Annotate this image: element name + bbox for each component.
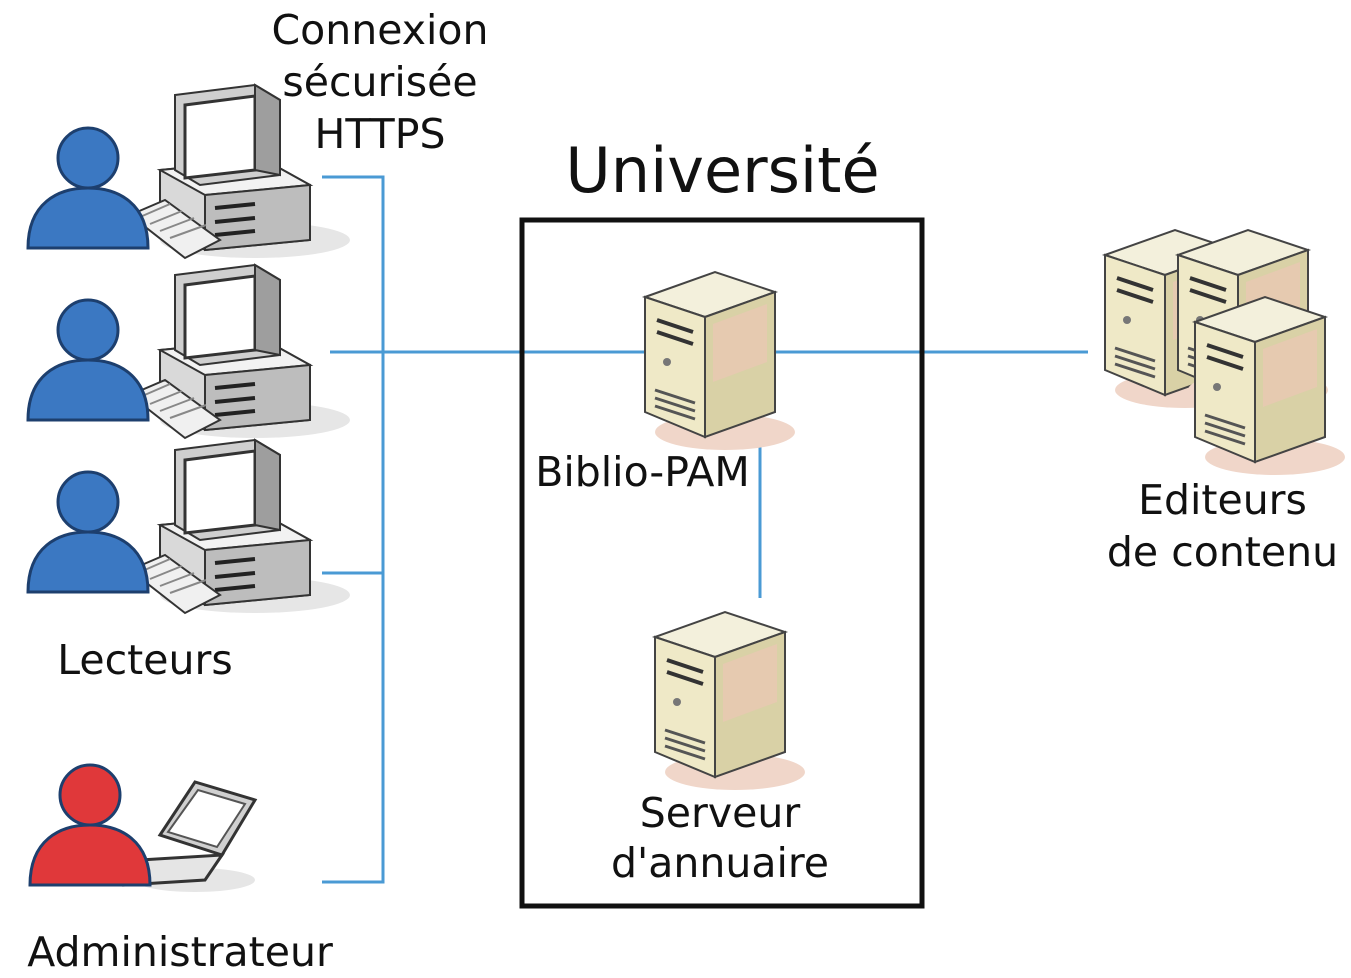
readers-label: Lecteurs bbox=[57, 636, 233, 684]
biblio-pam-label: Biblio-PAM bbox=[535, 448, 750, 496]
university-title: Université bbox=[565, 134, 880, 207]
connection-label: Connexion sécurisée HTTPS bbox=[271, 6, 489, 158]
administrator-label: Administrateur bbox=[27, 928, 333, 976]
connector-top bbox=[322, 175, 385, 884]
desktop-computer-icon bbox=[128, 263, 352, 440]
reader-3 bbox=[26, 438, 352, 615]
directory-server-label: Serveur d'annuaire bbox=[610, 789, 830, 887]
university-box bbox=[519, 217, 925, 909]
laptop-icon bbox=[122, 780, 258, 892]
content-publishers-label: Editeurs de contenu bbox=[1106, 476, 1339, 576]
administrator bbox=[28, 763, 258, 892]
reader-2 bbox=[26, 263, 352, 440]
user-icon bbox=[28, 763, 152, 887]
desktop-computer-icon bbox=[128, 438, 352, 615]
user-icon bbox=[26, 298, 150, 422]
server-cluster-icon bbox=[1103, 228, 1347, 477]
server-tower-icon bbox=[653, 610, 807, 792]
server-tower-icon bbox=[643, 270, 797, 452]
user-icon bbox=[26, 126, 150, 250]
user-icon bbox=[26, 470, 150, 594]
